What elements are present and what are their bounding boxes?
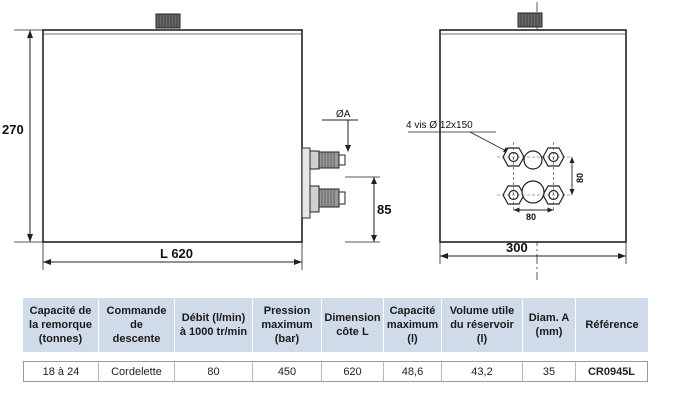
front-body: [42, 29, 303, 243]
header-dimension: Dimension côte L: [321, 298, 383, 352]
header-volume: Volume utile du réservoir (l): [441, 298, 522, 352]
cell-volume: 43,2: [441, 361, 522, 382]
vertical-spacing-label: 80: [575, 173, 585, 183]
side-view: 4 vis Ø 12x150 80: [406, 2, 627, 280]
diameter-label: ØA: [336, 109, 351, 120]
front-view: ØA 85 270 L 620: [2, 13, 391, 270]
upper-fitting: [309, 150, 346, 170]
header-max-capacity: Capacité maximum (l): [383, 298, 441, 352]
header-pressure: Pression maximum (bar): [252, 298, 321, 352]
cell-reference: CR0945L: [575, 361, 648, 382]
lower-fitting: [309, 185, 346, 213]
header-flow: Débit (l/min) à 1000 tr/min: [174, 298, 252, 352]
spec-table: Capacité de la remorque (tonnes) Command…: [23, 298, 648, 382]
length-dimension: L 620: [160, 246, 193, 261]
cell-capacity: 18 à 24: [23, 361, 98, 382]
cell-diameter: 35: [522, 361, 575, 382]
header-command: Commande de descente: [98, 298, 174, 352]
offset-dimension: 85: [377, 202, 391, 217]
table-row: 18 à 24 Cordelette 80 450 620 48,6 43,2 …: [23, 361, 648, 382]
cell-max-capacity: 48,6: [383, 361, 441, 382]
cell-dimension: 620: [321, 361, 383, 382]
width-dimension: 300: [506, 240, 528, 255]
cell-command: Cordelette: [98, 361, 174, 382]
header-capacity: Capacité de la remorque (tonnes): [23, 298, 98, 352]
header-reference: Référence: [575, 298, 648, 352]
header-diameter: Diam. A (mm): [522, 298, 575, 352]
cell-flow: 80: [174, 361, 252, 382]
cell-pressure: 450: [252, 361, 321, 382]
side-body: [439, 29, 627, 243]
screws-label: 4 vis Ø 12x150: [406, 120, 473, 131]
table-header-row: Capacité de la remorque (tonnes) Command…: [23, 298, 648, 352]
horizontal-spacing-label: 80: [526, 212, 536, 222]
technical-drawing: ØA 85 270 L 620: [2, 2, 627, 280]
height-dimension: 270: [2, 122, 24, 137]
